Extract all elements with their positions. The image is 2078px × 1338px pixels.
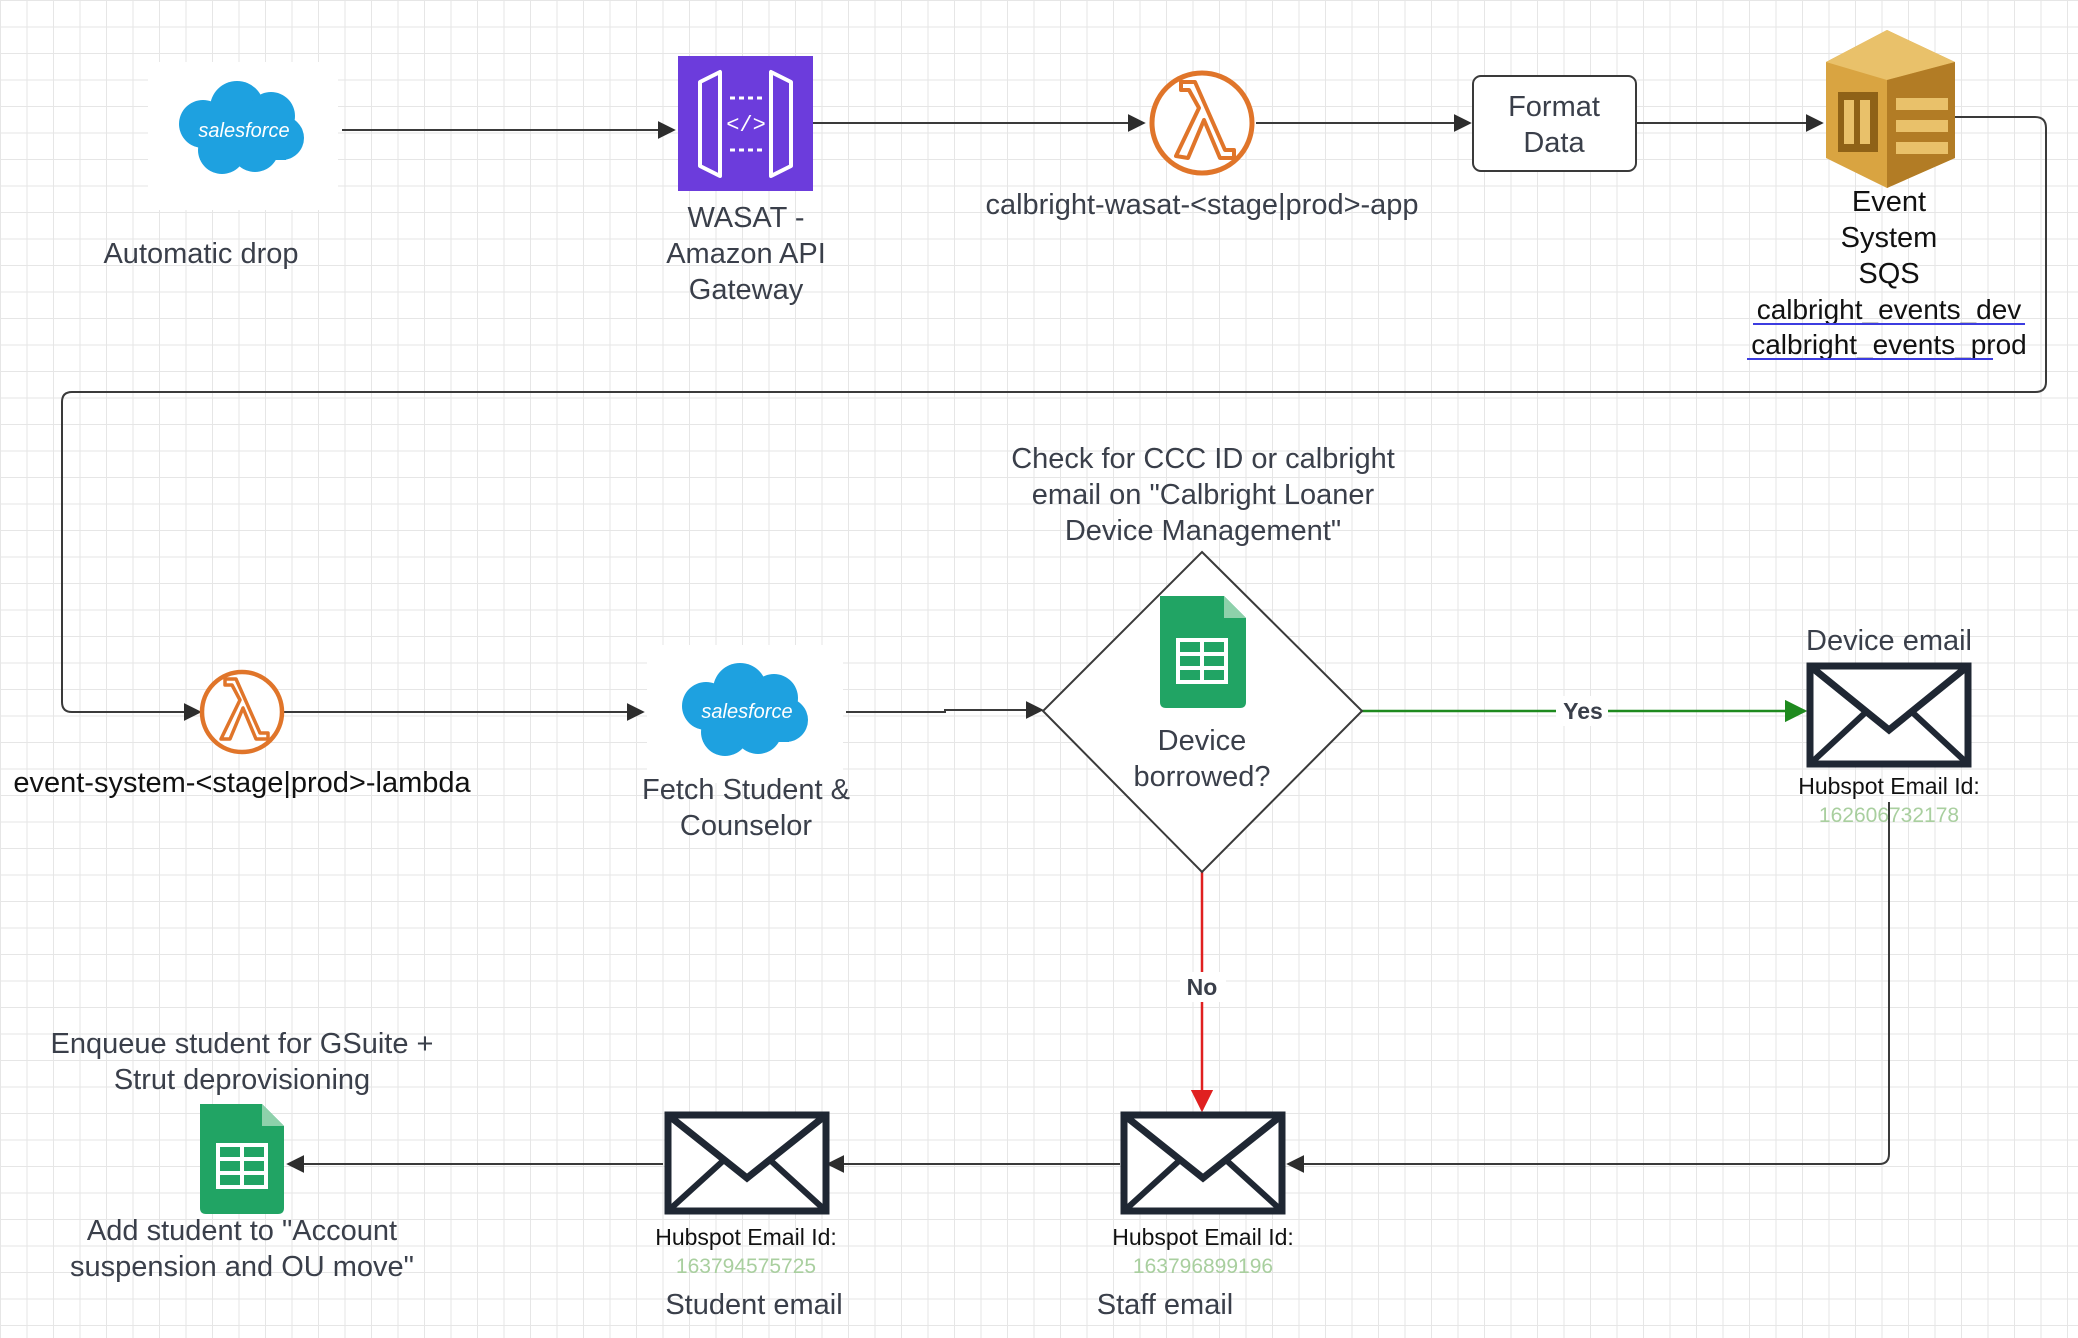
node-student-email: Hubspot Email Id: 163794575725 Student e… (655, 1111, 843, 1321)
format-data-box (1472, 75, 1637, 172)
format-data-label-line-2: Data (1523, 127, 1585, 159)
device-email-id-label: Hubspot Email Id: (1798, 773, 1980, 799)
sqs-label-line-3: SQS (1858, 258, 1919, 290)
api-gateway-label-line-2: Amazon API (666, 238, 826, 270)
salesforce-cloud-icon (682, 663, 808, 756)
event-lambda-label: event-system-<stage|prod>-lambda (13, 767, 471, 799)
envelope-icon (664, 1111, 830, 1215)
student-email-id-label: Hubspot Email Id: (655, 1224, 837, 1250)
staff-email-id-label: Hubspot Email Id: (1112, 1224, 1294, 1250)
device-check-caption-line-3: Device Management" (1065, 515, 1341, 547)
node-wasat-lambda: calbright-wasat-<stage|prod>-app (985, 70, 1419, 221)
automatic-drop-label: Automatic drop (103, 238, 298, 270)
format-data-label-line-1: Format (1508, 91, 1600, 123)
lambda-icon (199, 669, 285, 755)
suspension-caption-line-2: Strut deprovisioning (114, 1064, 370, 1096)
suspension-label-line-1: Add student to "Account (87, 1215, 397, 1247)
node-staff-email: Hubspot Email Id: 163796899196 Staff ema… (1097, 1111, 1294, 1321)
node-fetch-student: salesforce Fetch Student & Counselor (642, 645, 850, 842)
wasat-lambda-label: calbright-wasat-<stage|prod>-app (985, 189, 1418, 221)
envelope-icon (1120, 1111, 1286, 1215)
fetch-student-label-line-2: Counselor (680, 810, 813, 842)
device-check-caption-line-1: Check for CCC ID or calbright (1011, 443, 1395, 475)
node-event-lambda: event-system-<stage|prod>-lambda (13, 669, 471, 799)
node-format-data: Format Data (1472, 75, 1637, 172)
api-gateway-label-line-1: WASAT - (687, 202, 804, 234)
device-check-label-line-2: borrowed? (1133, 761, 1270, 793)
svg-text:</>: </> (726, 113, 766, 138)
yes-label: Yes (1563, 698, 1603, 724)
envelope-icon (1806, 662, 1972, 768)
google-sheets-icon (200, 1104, 284, 1214)
node-account-suspension: Enqueue student for GSuite + Strut depro… (51, 1028, 434, 1283)
salesforce-cloud-icon (179, 81, 304, 174)
no-label: No (1187, 974, 1218, 1000)
connectors: Yes No (61, 114, 2047, 1173)
sqs-queue-prod: calbright_events_prod (1751, 329, 2027, 360)
student-email-id-value: 163794575725 (676, 1255, 816, 1278)
device-email-title: Device email (1806, 625, 1972, 657)
edge-fetch-to-decision (846, 701, 1044, 719)
device-email-id-value: 162606732178 (1819, 804, 1959, 827)
staff-email-id-value: 163796899196 (1133, 1255, 1273, 1278)
node-api-gateway: </> WASAT - Amazon API Gateway (666, 56, 826, 306)
device-check-label-line-1: Device (1158, 725, 1247, 757)
device-check-caption-line-2: email on "Calbright Loaner (1032, 479, 1375, 511)
lambda-icon (1149, 70, 1255, 176)
api-gateway-label-line-3: Gateway (689, 274, 804, 306)
suspension-label-line-2: suspension and OU move" (70, 1251, 414, 1283)
decision-diamond (1041, 550, 1364, 874)
edge-device-email-to-staff-email (1286, 802, 1890, 1173)
fetch-student-label-line-1: Fetch Student & (642, 774, 850, 806)
salesforce-logo-text: salesforce (701, 701, 792, 723)
yes-label-bg (1556, 696, 1608, 726)
edge-sqs-to-event-lambda (61, 116, 2047, 721)
sqs-label-line-2: System (1841, 222, 1938, 254)
suspension-caption-line-1: Enqueue student for GSuite + (51, 1028, 434, 1060)
student-email-title: Student email (665, 1289, 842, 1321)
node-device-check: Check for CCC ID or calbright email on "… (1011, 443, 1395, 874)
node-device-email: Device email Hubspot Email Id: 162606732… (1798, 625, 1980, 827)
sqs-label-line-1: Event (1852, 186, 1926, 218)
staff-email-title: Staff email (1097, 1289, 1233, 1321)
sqs-queue-icon (1826, 30, 1955, 188)
node-event-sqs: Event System SQS calbright_events_dev ca… (1747, 30, 2027, 360)
node-automatic-drop: salesforce Automatic drop (103, 62, 338, 270)
no-label-bg (1180, 972, 1226, 1002)
salesforce-logo-text: salesforce (198, 120, 289, 142)
sqs-queue-dev: calbright_events_dev (1757, 294, 2022, 325)
google-sheets-icon (1160, 596, 1246, 708)
